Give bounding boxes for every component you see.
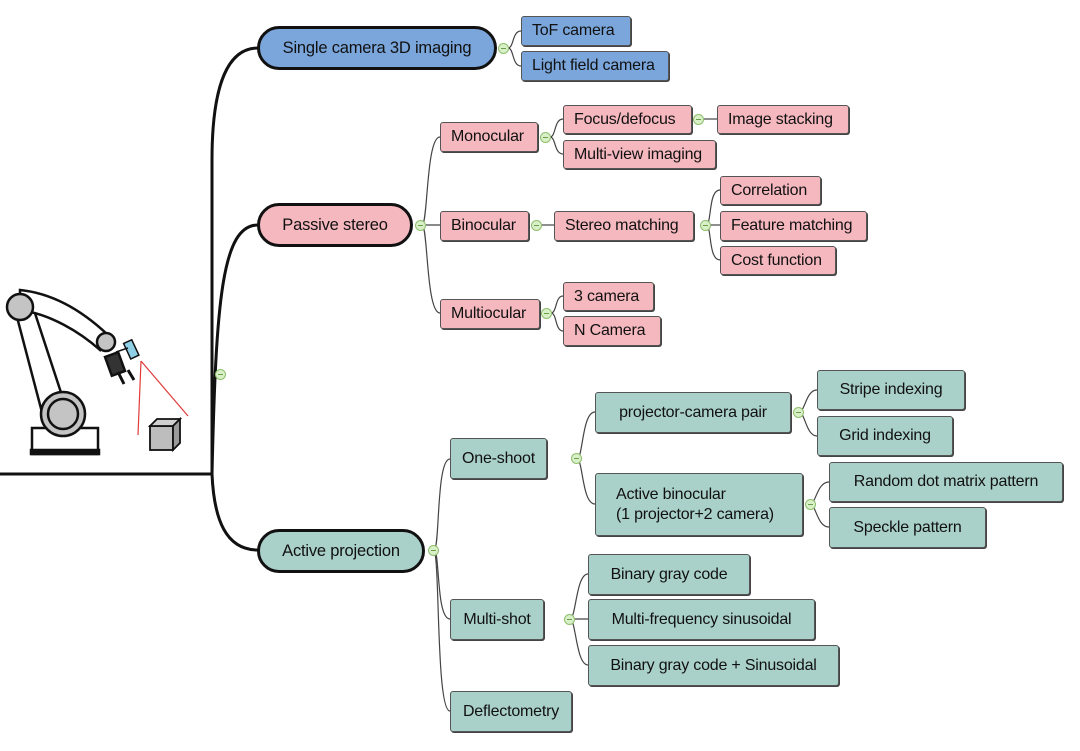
- node-feature-matching[interactable]: Feature matching: [720, 211, 867, 241]
- link-root-passive: [210, 223, 259, 475]
- root-collapse-toggle[interactable]: [215, 369, 226, 380]
- node-passive-stereo[interactable]: Passive stereo: [257, 203, 413, 247]
- node-focus-defocus[interactable]: Focus/defocus: [563, 105, 692, 134]
- node-multiocular[interactable]: Multiocular: [440, 299, 540, 329]
- node-single-camera-3d-imaging[interactable]: Single camera 3D imaging: [257, 26, 497, 70]
- node-multi-view-imaging[interactable]: Multi-view imaging: [563, 140, 716, 169]
- link-multishot-combo: [569, 618, 589, 666]
- activebino-collapse-toggle[interactable]: [805, 499, 816, 510]
- link-active-multishot: [433, 549, 451, 620]
- link-passive-mono: [421, 136, 441, 226]
- node-monocular[interactable]: Monocular: [440, 122, 538, 152]
- camera-icon: [115, 338, 140, 360]
- node-light-field-camera[interactable]: Light field camera: [521, 51, 669, 81]
- single-collapse-toggle[interactable]: [498, 43, 509, 54]
- node-multi-frequency-sinusoidal[interactable]: Multi-frequency sinusoidal: [588, 599, 815, 640]
- link-mono-focus: [549, 118, 564, 138]
- passive-collapse-toggle[interactable]: [415, 220, 426, 231]
- link-oneshot-activebino: [576, 458, 596, 505]
- link-multi-ncam: [550, 312, 564, 332]
- node-multi-shot[interactable]: Multi-shot: [450, 599, 544, 640]
- oneshot-collapse-toggle[interactable]: [571, 453, 582, 464]
- link-active-deflect: [433, 549, 451, 712]
- node-grid-indexing[interactable]: Grid indexing: [817, 416, 953, 456]
- node-deflectometry[interactable]: Deflectometry: [450, 691, 572, 732]
- binocular-collapse-toggle[interactable]: [531, 220, 542, 231]
- link-multi-3cam: [550, 295, 564, 314]
- node-binocular[interactable]: Binocular: [440, 211, 529, 241]
- robot-arm-icon: [5, 288, 136, 456]
- node-one-shoot[interactable]: One-shoot: [450, 438, 547, 479]
- node-binary-gray-code-sinusoidal[interactable]: Binary gray code + Sinusoidal: [588, 645, 839, 686]
- node-cost-function[interactable]: Cost function: [720, 246, 836, 275]
- link-active-oneshot: [433, 458, 451, 551]
- link-mono-multiview: [549, 136, 564, 155]
- cube-icon: [147, 416, 183, 453]
- link-single-tof: [507, 30, 522, 49]
- node-binary-gray-code[interactable]: Binary gray code: [588, 554, 750, 595]
- node-3-camera[interactable]: 3 camera: [563, 282, 654, 311]
- stereo-collapse-toggle[interactable]: [700, 220, 711, 231]
- active-collapse-toggle[interactable]: [428, 545, 439, 556]
- pair-collapse-toggle[interactable]: [793, 407, 804, 418]
- node-projector-camera-pair[interactable]: projector-camera pair: [595, 392, 791, 433]
- node-correlation[interactable]: Correlation: [720, 176, 821, 205]
- multishot-collapse-toggle[interactable]: [564, 614, 575, 625]
- node-stripe-indexing[interactable]: Stripe indexing: [817, 370, 965, 410]
- node-image-stacking[interactable]: Image stacking: [717, 105, 849, 134]
- node-random-dot-matrix-pattern[interactable]: Random dot matrix pattern: [829, 462, 1063, 502]
- link-multishot-gray: [569, 573, 589, 620]
- multiocular-collapse-toggle[interactable]: [541, 308, 552, 319]
- node-active-projection[interactable]: Active projection: [257, 529, 425, 573]
- link-single-lightfield: [507, 47, 522, 67]
- link-passive-multi: [421, 224, 441, 314]
- link-oneshot-pair: [576, 411, 596, 460]
- link-root-single: [210, 46, 259, 474]
- node-tof-camera[interactable]: ToF camera: [521, 16, 631, 46]
- node-n-camera[interactable]: N Camera: [563, 316, 661, 346]
- link-root-active: [210, 473, 259, 552]
- node-stereo-matching[interactable]: Stereo matching: [554, 211, 694, 241]
- node-speckle-pattern[interactable]: Speckle pattern: [829, 507, 986, 548]
- robot-arm-illustration: [5, 288, 189, 456]
- laser-beam-lines: [137, 360, 189, 436]
- focus-collapse-toggle[interactable]: [693, 114, 704, 125]
- monocular-collapse-toggle[interactable]: [540, 132, 551, 143]
- node-active-binocular[interactable]: Active binocular (1 projector+2 camera): [595, 473, 803, 536]
